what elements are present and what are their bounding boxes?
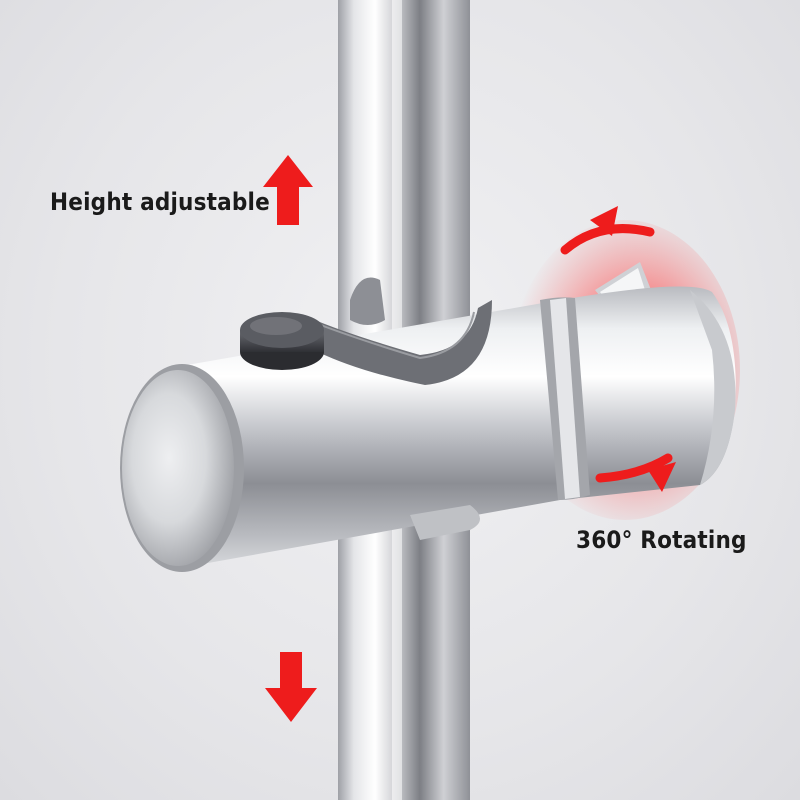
- arrow-down-icon: [265, 652, 317, 722]
- arrow-up-icon: [263, 155, 313, 225]
- rotating-label: 360° Rotating: [576, 526, 747, 554]
- release-button: [240, 312, 324, 370]
- height-adjustable-label: Height adjustable: [50, 188, 270, 216]
- rubber-strap: [310, 300, 492, 385]
- lower-clip: [410, 505, 480, 540]
- end-cap: [120, 364, 244, 572]
- rotate-arrow-icon: [560, 206, 676, 492]
- rear-clip: [350, 277, 385, 325]
